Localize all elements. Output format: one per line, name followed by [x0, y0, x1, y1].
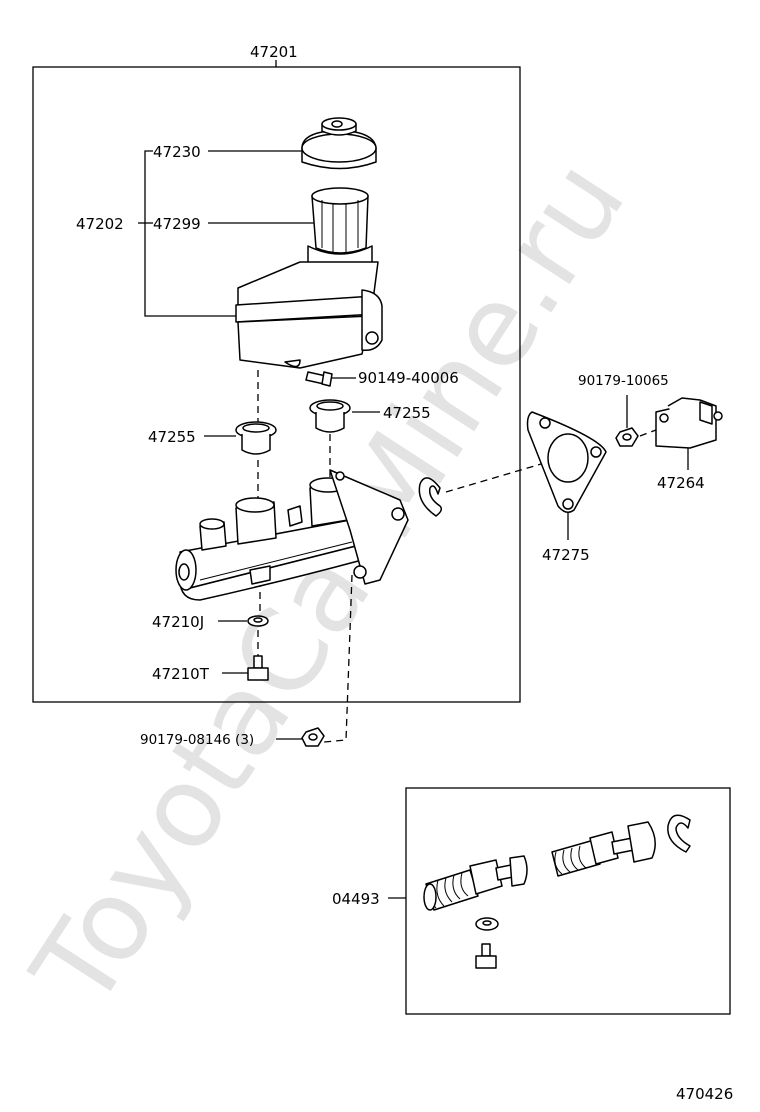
kit-frame — [405, 787, 731, 1015]
label-47201[interactable]: 47201 — [250, 43, 298, 61]
kit-plug — [475, 943, 497, 969]
diagram-code: 470426 — [676, 1085, 733, 1103]
label-47210J[interactable]: 47210J — [152, 613, 204, 631]
label-47275[interactable]: 47275 — [542, 546, 590, 564]
grommet-right — [309, 399, 351, 433]
piston-spring-rear — [551, 821, 656, 877]
label-47230[interactable]: 47230 — [153, 143, 201, 161]
label-90149-40006[interactable]: 90149-40006 — [358, 369, 459, 387]
snap-ring — [418, 477, 443, 517]
label-47255-left[interactable]: 47255 — [148, 428, 196, 446]
nut-90179-08146 — [301, 727, 325, 747]
label-04493[interactable]: 04493 — [332, 890, 380, 908]
bracket-47264 — [655, 397, 723, 449]
kit-snap-ring — [667, 814, 691, 853]
grommet-left — [235, 421, 277, 455]
label-47202[interactable]: 47202 — [76, 215, 124, 233]
kit-washer — [475, 917, 499, 931]
label-47264[interactable]: 47264 — [657, 474, 705, 492]
label-47255-right[interactable]: 47255 — [383, 404, 431, 422]
piston-spring-front — [423, 855, 528, 911]
washer-47210J — [247, 615, 269, 627]
reservoir-cap — [301, 117, 377, 170]
gasket-47275 — [526, 411, 607, 513]
master-cylinder — [175, 469, 409, 601]
label-90179-10065[interactable]: 90179-10065 — [578, 373, 669, 389]
screw-90149 — [305, 371, 333, 387]
plug-47210T — [247, 655, 269, 681]
nut-90179-10065 — [615, 427, 639, 447]
label-47210T[interactable]: 47210T — [152, 665, 210, 683]
reservoir — [235, 187, 383, 369]
label-90179-08146[interactable]: 90179-08146 (3) — [140, 732, 254, 748]
label-47299[interactable]: 47299 — [153, 215, 201, 233]
